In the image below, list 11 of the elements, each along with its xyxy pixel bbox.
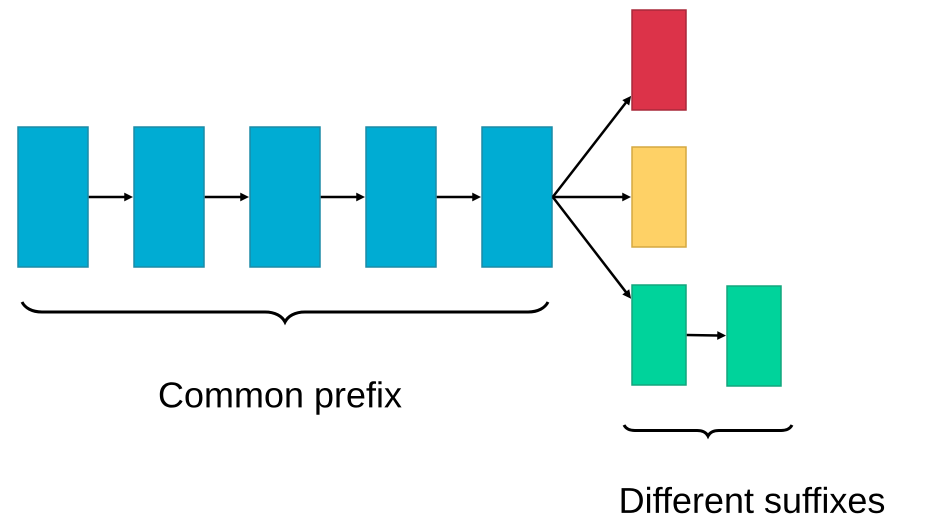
box — [631, 9, 687, 111]
caption: Common prefix — [160, 381, 402, 415]
box — [133, 126, 205, 268]
box — [726, 285, 782, 387]
box — [481, 126, 553, 268]
box — [631, 284, 687, 386]
caption: Different suffixes — [622, 486, 884, 514]
box — [249, 126, 321, 268]
box — [631, 146, 687, 248]
box — [17, 126, 89, 268]
box — [365, 126, 437, 268]
